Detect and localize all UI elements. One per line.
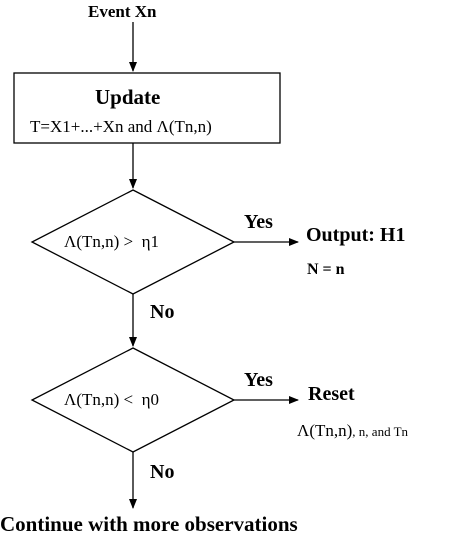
decision-upper-no-label: No	[150, 301, 175, 323]
decision-lower-condition: Λ(Tn,n) < η0	[64, 390, 160, 409]
event-label: Event Xn	[88, 2, 157, 21]
output-title: Output: H1	[306, 224, 406, 246]
continue-label: Continue with more observations	[0, 512, 298, 536]
update-box	[13, 72, 281, 144]
output-detail: N = n	[307, 261, 345, 278]
reset-detail: Λ(Tn,n), n, and Tn	[297, 422, 408, 440]
update-formula: T=X1+...+Xn and Λ(Tn,n)	[30, 117, 212, 136]
update-title: Update	[95, 85, 161, 109]
reset-title: Reset	[308, 383, 355, 405]
decision-upper-yes-label: Yes	[244, 211, 273, 233]
decision-lower-no-label: No	[150, 461, 175, 483]
reset-detail-rest: , n, and Tn	[352, 424, 409, 439]
reset-detail-symbol: Λ(Tn,n)	[297, 421, 353, 440]
decision-upper-condition: Λ(Tn,n) > η1	[64, 232, 160, 251]
decision-lower-yes-label: Yes	[244, 369, 273, 391]
